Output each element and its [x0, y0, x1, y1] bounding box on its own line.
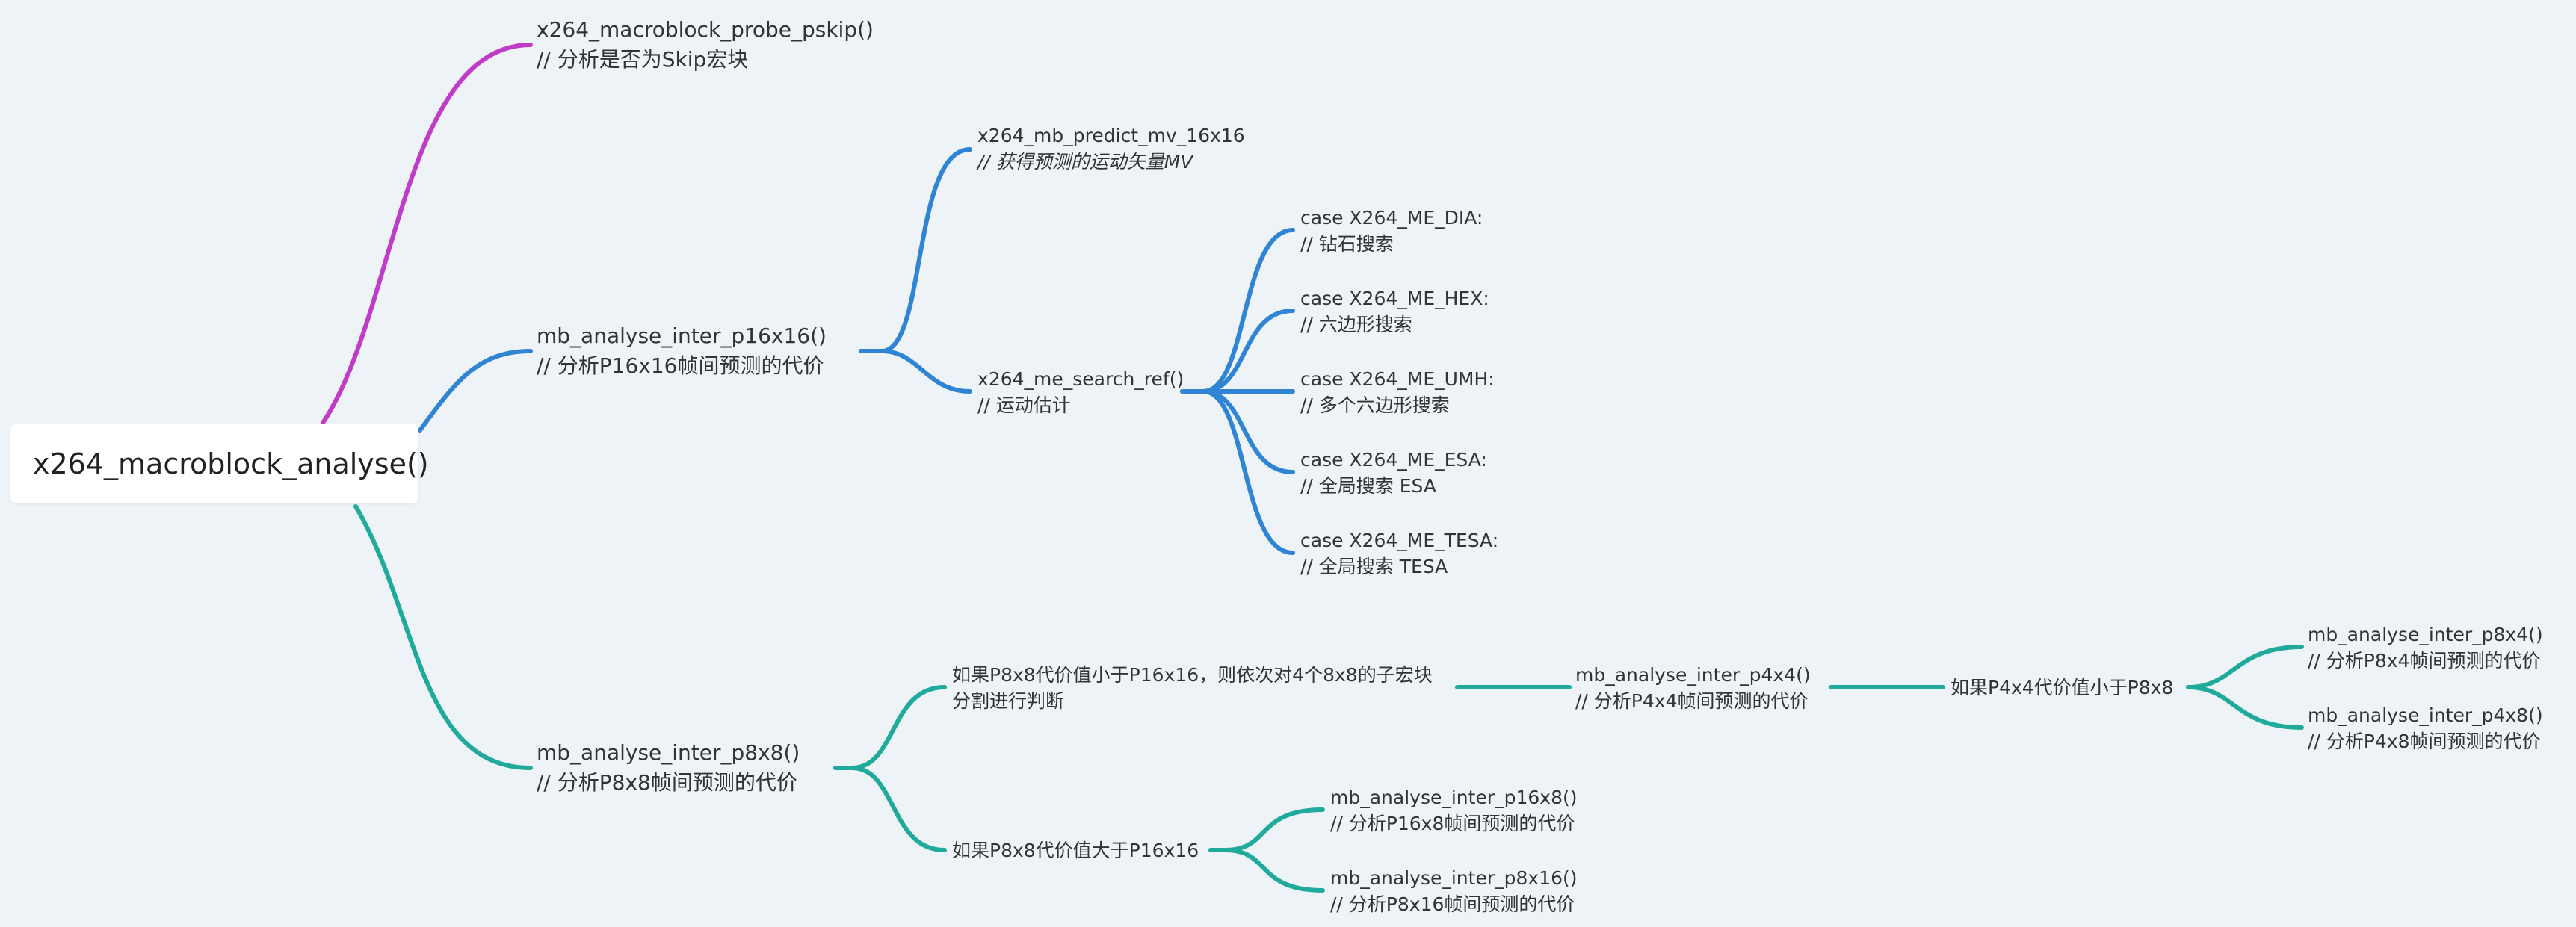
link-root-p8x8	[353, 504, 533, 770]
less-line2: 分割进行判断	[952, 690, 1065, 712]
cond-label: 如果P4x4代价值小于P8x8	[1950, 677, 2174, 698]
node-p4x4-cond[interactable]: 如果P4x4代价值小于P8x8	[1950, 675, 2173, 701]
umh-comment: // 多个六边形搜索	[1300, 394, 1450, 416]
p8x16-func: mb_analyse_inter_p8x16()	[1330, 867, 1578, 889]
link-root-p16x16	[418, 349, 533, 433]
link-cond-p4x8	[2186, 685, 2304, 730]
umh-case: case X264_ME_UMH:	[1300, 368, 1495, 390]
p16x8-func: mb_analyse_inter_p16x8()	[1330, 787, 1578, 808]
node-me-hex[interactable]: case X264_ME_HEX: // 六边形搜索	[1300, 285, 1489, 338]
node-p8x8-less[interactable]: 如果P8x8代价值小于P16x16，则依次对4个8x8的子宏块 分割进行判断	[952, 662, 1433, 714]
p8x4-func: mb_analyse_inter_p8x4()	[2308, 624, 2543, 645]
root-node[interactable]: x264_macroblock_analyse()	[10, 424, 429, 503]
link-greater-p16x8	[1208, 807, 1325, 852]
node-me-umh[interactable]: case X264_ME_UMH: // 多个六边形搜索	[1300, 366, 1495, 418]
link-root-probe	[321, 43, 533, 425]
link-search-tesa	[1180, 389, 1295, 555]
predict-func: x264_mb_predict_mv_16x16	[977, 125, 1245, 146]
greater-label: 如果P8x8代价值大于P16x16	[952, 840, 1199, 861]
node-p8x16[interactable]: mb_analyse_inter_p8x16() // 分析P8x16帧间预测的…	[1330, 865, 1578, 917]
link-search-hex	[1180, 309, 1295, 394]
p16x16-comment: // 分析P16x16帧间预测的代价	[537, 353, 824, 378]
predict-comment: // 获得预测的运动矢量MV	[977, 151, 1193, 173]
esa-case: case X264_ME_ESA:	[1300, 449, 1487, 471]
node-p4x4[interactable]: mb_analyse_inter_p4x4() // 分析P4x4帧间预测的代价	[1575, 662, 1811, 714]
less-line1: 如果P8x8代价值小于P16x16，则依次对4个8x8的子宏块	[952, 664, 1433, 686]
node-p16x16[interactable]: mb_analyse_inter_p16x16() // 分析P16x16帧间预…	[537, 321, 827, 381]
link-greater-p8x16	[1208, 848, 1325, 893]
search-func: x264_me_search_ref()	[977, 368, 1184, 390]
p4x8-func: mb_analyse_inter_p4x8()	[2308, 704, 2543, 726]
node-predict-mv[interactable]: x264_mb_predict_mv_16x16 // 获得预测的运动矢量MV	[977, 123, 1245, 175]
hex-case: case X264_ME_HEX:	[1300, 288, 1489, 309]
node-p8x8[interactable]: mb_analyse_inter_p8x8() // 分析P8x8帧间预测的代价	[537, 738, 800, 798]
node-me-esa[interactable]: case X264_ME_ESA: // 全局搜索 ESA	[1300, 447, 1487, 499]
link-search-esa	[1180, 389, 1295, 474]
p16x8-comment: // 分析P16x8帧间预测的代价	[1330, 813, 1575, 834]
tesa-comment: // 全局搜索 TESA	[1300, 556, 1448, 577]
p4x8-comment: // 分析P4x8帧间预测的代价	[2308, 731, 2541, 752]
esa-comment: // 全局搜索 ESA	[1300, 475, 1436, 497]
tesa-case: case X264_ME_TESA:	[1300, 530, 1499, 551]
node-p4x8[interactable]: mb_analyse_inter_p4x8() // 分析P4x8帧间预测的代价	[2308, 702, 2543, 754]
node-p8x8-greater[interactable]: 如果P8x8代价值大于P16x16	[952, 837, 1199, 864]
p8x16-comment: // 分析P8x16帧间预测的代价	[1330, 893, 1575, 915]
link-p8x8-less	[833, 685, 947, 770]
link-p8x8-greater	[833, 766, 947, 852]
probe-comment: // 分析是否为Skip宏块	[537, 47, 749, 72]
p4x4-func: mb_analyse_inter_p4x4()	[1575, 664, 1811, 686]
node-p16x8[interactable]: mb_analyse_inter_p16x8() // 分析P16x8帧间预测的…	[1330, 784, 1578, 837]
hex-comment: // 六边形搜索	[1300, 314, 1412, 335]
p16x16-func: mb_analyse_inter_p16x16()	[537, 323, 827, 348]
probe-func: x264_macroblock_probe_pskip()	[537, 17, 874, 42]
dia-case: case X264_ME_DIA:	[1300, 207, 1483, 229]
link-p16x16-predict	[859, 147, 972, 353]
root-label: x264_macroblock_analyse()	[33, 447, 429, 480]
link-cond-p8x4	[2186, 645, 2304, 689]
node-probe-pskip[interactable]: x264_macroblock_probe_pskip() // 分析是否为Sk…	[537, 15, 874, 75]
p8x8-comment: // 分析P8x8帧间预测的代价	[537, 770, 797, 795]
search-comment: // 运动估计	[977, 394, 1071, 416]
dia-comment: // 钻石搜索	[1300, 233, 1394, 255]
p8x4-comment: // 分析P8x4帧间预测的代价	[2308, 650, 2541, 672]
link-p16x16-search	[859, 349, 972, 394]
node-p8x4[interactable]: mb_analyse_inter_p8x4() // 分析P8x4帧间预测的代价	[2308, 621, 2543, 674]
node-me-dia[interactable]: case X264_ME_DIA: // 钻石搜索	[1300, 205, 1483, 257]
p4x4-comment: // 分析P4x4帧间预测的代价	[1575, 690, 1809, 712]
node-me-tesa[interactable]: case X264_ME_TESA: // 全局搜索 TESA	[1300, 527, 1498, 580]
p8x8-func: mb_analyse_inter_p8x8()	[537, 740, 800, 765]
node-me-search-ref[interactable]: x264_me_search_ref() // 运动估计	[977, 366, 1184, 418]
